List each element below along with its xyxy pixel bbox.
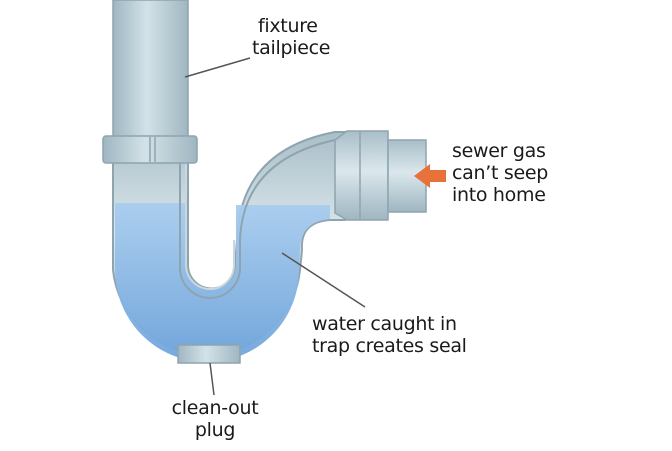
clean-out-plug [177, 344, 241, 364]
label-line: water caught in [312, 313, 457, 335]
label-line: plug [194, 419, 236, 441]
water-seal [115, 203, 330, 362]
label-water-seal: water caught in trap creates seal [312, 313, 467, 357]
label-fixture-tailpiece: fixture tailpiece [252, 15, 330, 59]
tailpiece-pipe [112, 0, 189, 139]
label-line: fixture [258, 15, 318, 37]
label-line: trap creates seal [312, 335, 467, 357]
trap-inner-highlight [185, 162, 235, 290]
label-line: sewer gas [452, 140, 546, 162]
label-sewer-gas: sewer gas can’t seep into home [452, 140, 548, 206]
label-line: tailpiece [252, 37, 331, 59]
leader-water [281, 252, 366, 308]
label-line: clean-out [171, 397, 259, 419]
leader-tailpiece [184, 57, 251, 78]
trap-inner-wall [179, 139, 336, 299]
label-line: can’t seep [452, 162, 548, 184]
label-clean-out-plug: clean-out plug [160, 397, 270, 441]
coupling [334, 130, 389, 221]
label-line: into home [452, 184, 546, 206]
sewer-gas-arrow-icon [414, 164, 446, 188]
leader-cleanout [209, 362, 215, 396]
